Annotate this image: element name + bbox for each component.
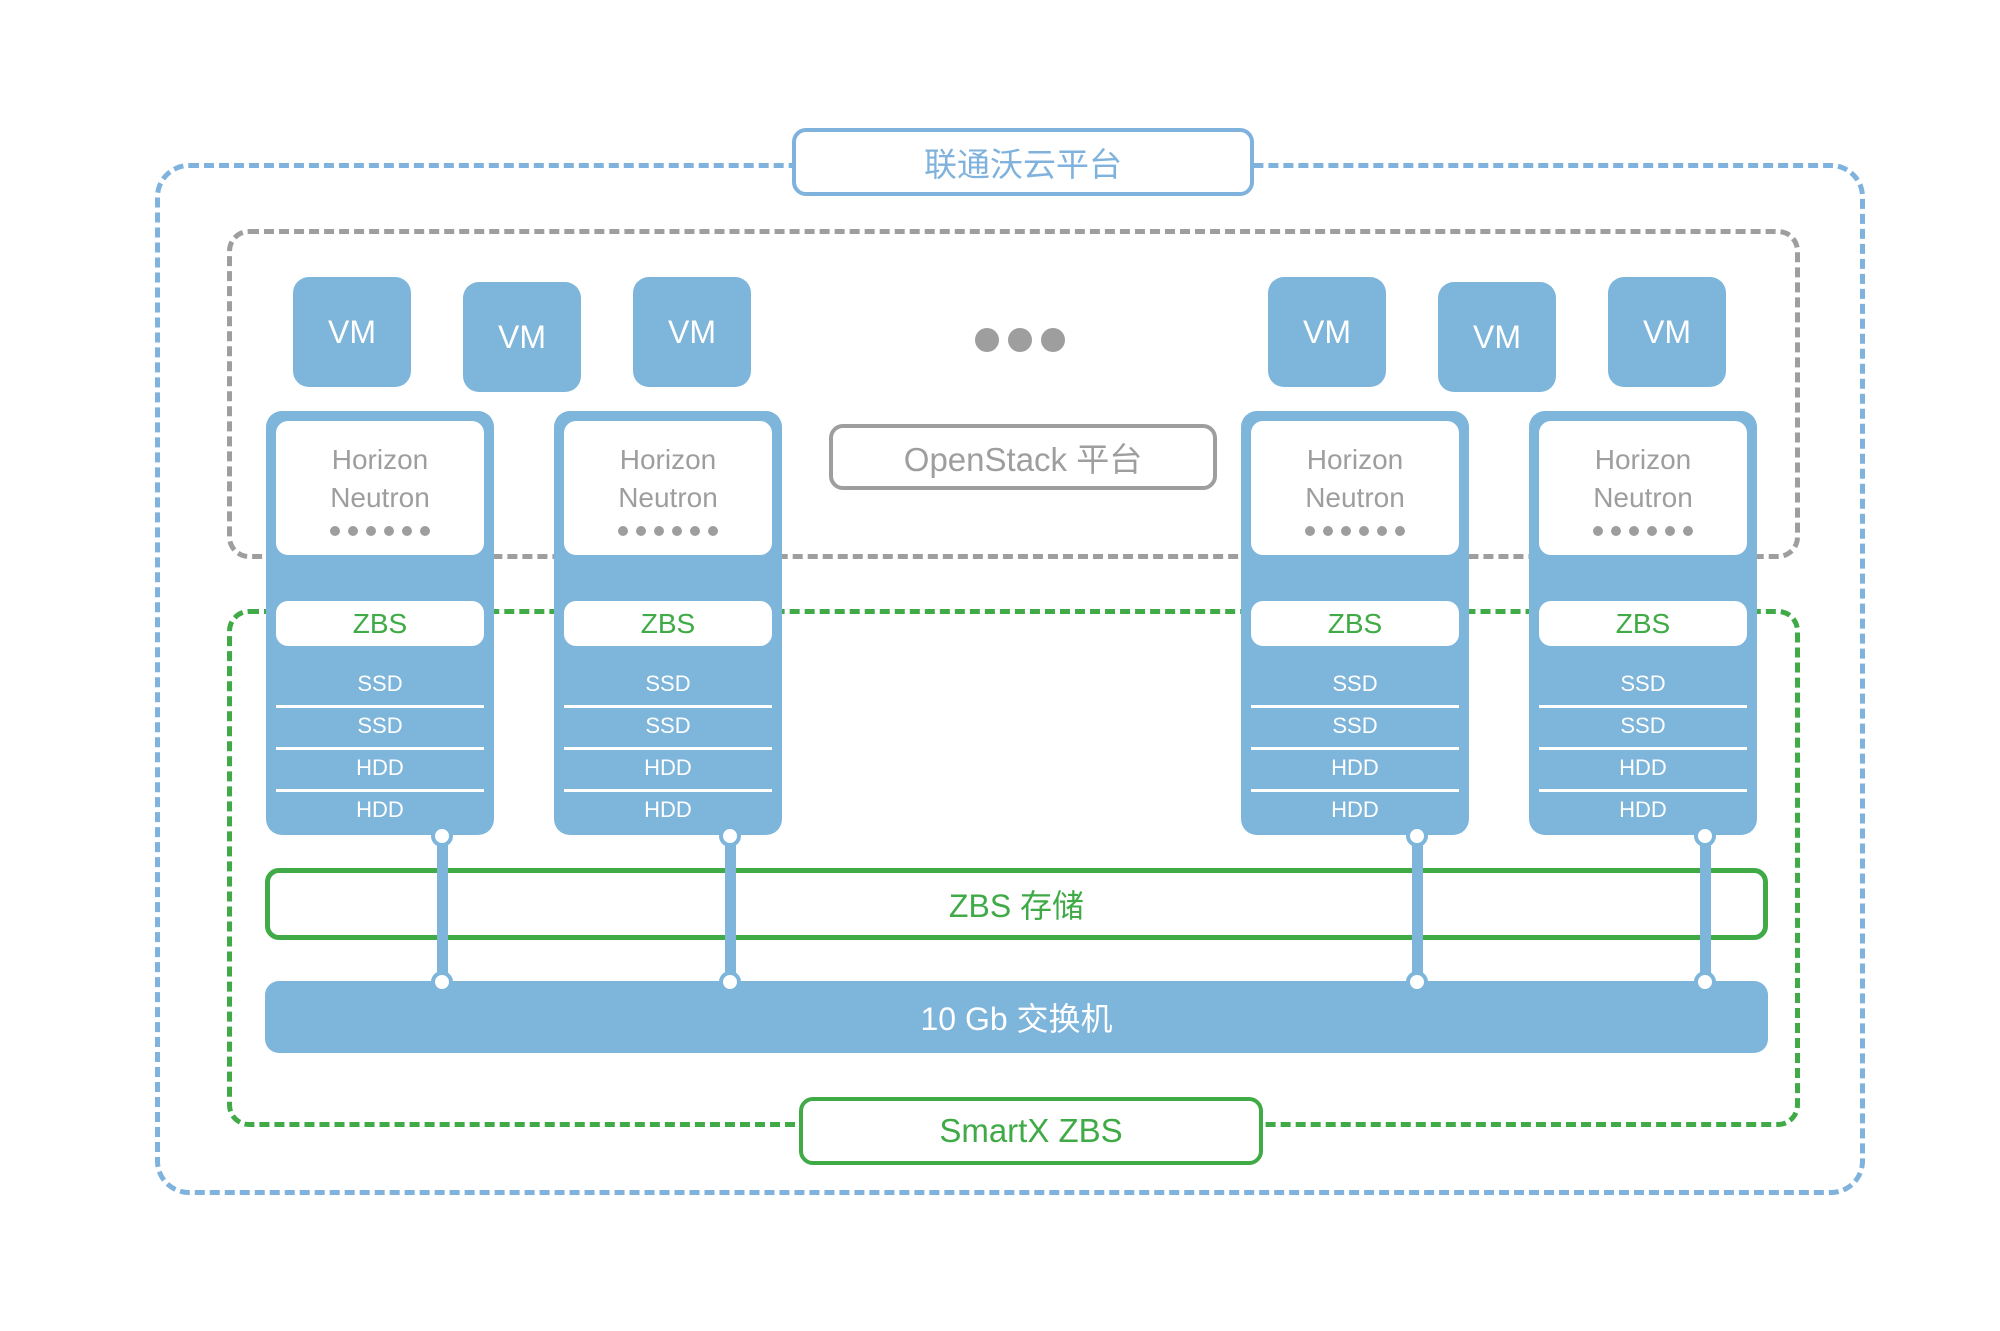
smartx-zbs-title-label: SmartX ZBS [939, 1112, 1123, 1149]
link-endpoint-dot [1406, 971, 1428, 993]
node-switch-link-overlay [437, 868, 448, 984]
vm-label: VM [1473, 318, 1521, 355]
zbs-label: ZBS [1615, 607, 1671, 639]
disk-item: SSD [645, 671, 691, 696]
vm-box[interactable]: VM [1438, 282, 1556, 392]
disk-item: HDD [1539, 789, 1747, 831]
service-line: Neutron [1593, 481, 1693, 513]
disk-item: SSD [1332, 671, 1378, 696]
host-services-box: Horizon Neutron [1251, 421, 1459, 555]
disk-item: HDD [276, 789, 484, 831]
link-endpoint-dot [719, 825, 741, 847]
openstack-title-label: OpenStack 平台 [903, 441, 1143, 478]
service-line: Horizon [1306, 443, 1404, 475]
host-node[interactable]: Horizon Neutron ZBS SSD SSD HDD HDD [1529, 411, 1757, 835]
service-line: Horizon [1594, 443, 1692, 475]
host-disk-list: SSD SSD HDD HDD [1251, 663, 1459, 831]
service-line: Horizon [331, 443, 429, 475]
smartx-zbs-title: SmartX ZBS [799, 1097, 1263, 1165]
host-zbs-box: ZBS [1539, 601, 1747, 646]
link-endpoint-dot [431, 971, 453, 993]
disk-item: SSD [276, 705, 484, 747]
zbs-storage-label: ZBS 存储 [948, 888, 1085, 924]
disk-item: SSD [1539, 705, 1747, 747]
zbs-label: ZBS [1327, 607, 1383, 639]
cloud-platform-title: 联通沃云平台 [792, 128, 1254, 196]
zbs-label: ZBS [640, 607, 696, 639]
ellipsis-icon [975, 328, 1065, 352]
vm-label: VM [668, 313, 716, 350]
openstack-boundary [227, 229, 1800, 559]
service-dots-icon [618, 525, 718, 536]
service-dots-icon [330, 525, 430, 536]
host-services-box: Horizon Neutron [564, 421, 772, 555]
vm-label: VM [1303, 313, 1351, 350]
service-line: Neutron [618, 481, 718, 513]
service-line: Neutron [330, 481, 430, 513]
host-disk-list: SSD SSD HDD HDD [276, 663, 484, 831]
service-line: Neutron [1305, 481, 1405, 513]
vm-label: VM [328, 313, 376, 350]
disk-item: HDD [564, 747, 772, 789]
host-zbs-box: ZBS [276, 601, 484, 646]
zbs-storage-bar[interactable]: ZBS 存储 [265, 868, 1768, 940]
disk-item: HDD [564, 789, 772, 831]
vm-box[interactable]: VM [633, 277, 751, 387]
service-line: Horizon [619, 443, 717, 475]
vm-label: VM [1643, 313, 1691, 350]
host-zbs-box: ZBS [1251, 601, 1459, 646]
link-endpoint-dot [1694, 825, 1716, 847]
cloud-platform-title-label: 联通沃云平台 [924, 146, 1122, 183]
host-node[interactable]: Horizon Neutron ZBS SSD SSD HDD HDD [1241, 411, 1469, 835]
disk-item: HDD [1251, 789, 1459, 831]
zbs-label: ZBS [352, 607, 408, 639]
vm-box[interactable]: VM [293, 277, 411, 387]
link-endpoint-dot [1406, 825, 1428, 847]
host-node[interactable]: Horizon Neutron ZBS SSD SSD HDD HDD [554, 411, 782, 835]
link-endpoint-dot [719, 971, 741, 993]
service-dots-icon [1305, 525, 1405, 536]
disk-item: HDD [1251, 747, 1459, 789]
host-zbs-box: ZBS [564, 601, 772, 646]
openstack-title: OpenStack 平台 [829, 424, 1217, 490]
disk-item: SSD [564, 705, 772, 747]
node-switch-link-overlay [1700, 868, 1711, 984]
vm-box[interactable]: VM [463, 282, 581, 392]
link-endpoint-dot [431, 825, 453, 847]
host-node[interactable]: Horizon Neutron ZBS SSD SSD HDD HDD [266, 411, 494, 835]
network-switch-bar[interactable]: 10 Gb 交换机 [265, 981, 1768, 1053]
node-switch-link-overlay [1412, 868, 1423, 984]
service-dots-icon [1593, 525, 1693, 536]
vm-label: VM [498, 318, 546, 355]
disk-item: SSD [357, 671, 403, 696]
host-services-box: Horizon Neutron [276, 421, 484, 555]
disk-item: SSD [1620, 671, 1666, 696]
vm-box[interactable]: VM [1608, 277, 1726, 387]
node-switch-link-overlay [725, 868, 736, 984]
host-services-box: Horizon Neutron [1539, 421, 1747, 555]
vm-box[interactable]: VM [1268, 277, 1386, 387]
disk-item: HDD [276, 747, 484, 789]
host-disk-list: SSD SSD HDD HDD [1539, 663, 1747, 831]
host-disk-list: SSD SSD HDD HDD [564, 663, 772, 831]
disk-item: SSD [1251, 705, 1459, 747]
disk-item: HDD [1539, 747, 1747, 789]
link-endpoint-dot [1694, 971, 1716, 993]
network-switch-label: 10 Gb 交换机 [920, 1001, 1113, 1037]
